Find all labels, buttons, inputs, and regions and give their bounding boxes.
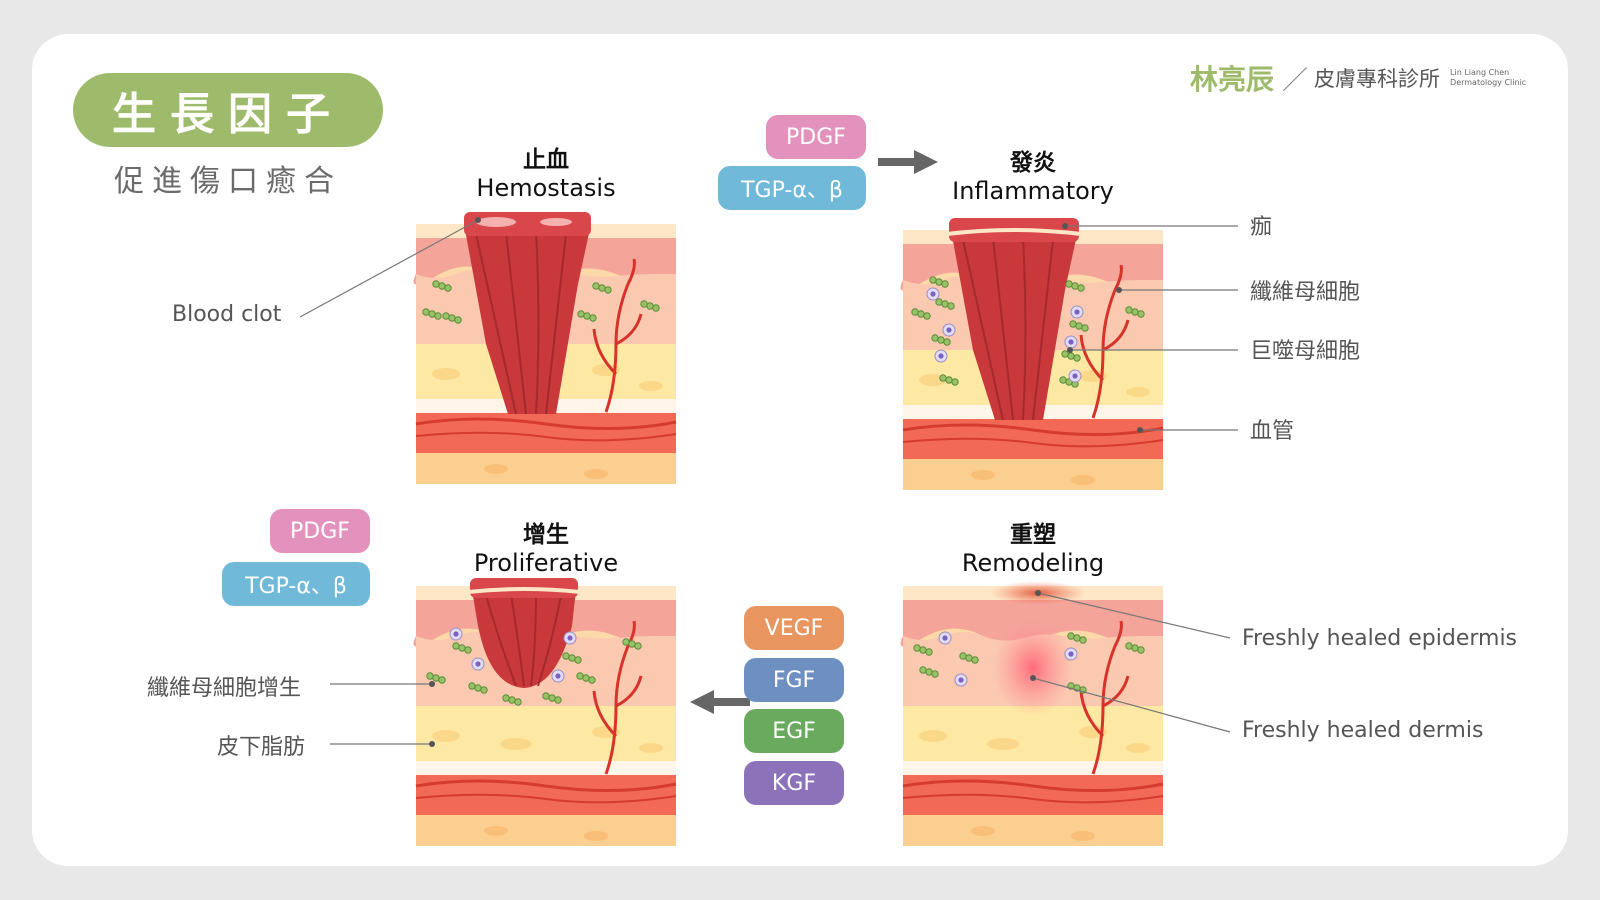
fgf-pill: FGF — [744, 658, 844, 702]
label-blood-clot: Blood clot — [172, 302, 282, 327]
hemostasis-skin-diagram — [412, 212, 678, 486]
kgf-pill: KGF — [744, 761, 844, 805]
inflammatory-skin-diagram — [899, 218, 1165, 492]
stage-hemostasis-title: 止血 Hemostasis — [416, 146, 676, 202]
brand-name: 林亮辰 — [1190, 63, 1275, 96]
stage-inflammatory-en: Inflammatory — [952, 177, 1114, 205]
label-fibroblast: 纖維母細胞 — [1250, 280, 1361, 305]
arrow-left-icon — [690, 690, 750, 714]
label-macrophage: 巨噬母細胞 — [1250, 339, 1361, 364]
stage-inflammatory-zh: 發炎 — [1010, 150, 1056, 176]
tgp-pill-left: TGP-α、β — [222, 562, 370, 606]
stage-remodeling-zh: 重塑 — [1010, 522, 1056, 548]
proliferative-skin-diagram — [412, 578, 678, 848]
brand-english: Lin Liang Chen Dermatology Clinic — [1450, 68, 1526, 88]
egf-pill: EGF — [744, 709, 844, 753]
page-subtitle: 促進傷口癒合 — [114, 164, 342, 199]
tgp-pill-top: TGP-α、β — [718, 166, 866, 210]
brand-clinic: 皮膚專科診所 — [1314, 67, 1441, 91]
brand-english-line2: Dermatology Clinic — [1450, 78, 1527, 87]
stage-hemostasis-en: Hemostasis — [476, 174, 616, 202]
label-scab: 痂 — [1250, 215, 1273, 240]
stage-proliferative-title: 增生 Proliferative — [416, 521, 676, 577]
stage-remodeling-title: 重塑 Remodeling — [903, 521, 1163, 577]
stage-inflammatory-title: 發炎 Inflammatory — [903, 149, 1163, 205]
vegf-pill: VEGF — [744, 606, 844, 650]
stage-proliferative-zh: 增生 — [523, 522, 569, 548]
remodeling-skin-diagram — [899, 581, 1165, 848]
leader-dots — [429, 217, 1143, 747]
stage-remodeling-en: Remodeling — [961, 549, 1105, 577]
leader-lines — [299, 219, 1238, 745]
pdgf-pill-top: PDGF — [766, 115, 866, 159]
page-title: 生長因子 — [73, 73, 383, 147]
label-new-epidermis: Freshly healed epidermis — [1242, 626, 1518, 651]
stage-hemostasis-zh: 止血 — [523, 147, 569, 173]
pdgf-pill-left: PDGF — [270, 509, 370, 553]
label-subcutaneous-fat: 皮下脂肪 — [217, 735, 306, 760]
label-fibroblast-proliferation: 纖維母細胞增生 — [147, 676, 302, 701]
label-blood-vessel: 血管 — [1250, 419, 1295, 444]
brand-english-line1: Lin Liang Chen — [1450, 68, 1510, 77]
brand-slash: ／ — [1282, 65, 1309, 96]
arrow-right-icon — [878, 150, 938, 174]
label-new-dermis: Freshly healed dermis — [1242, 718, 1484, 743]
stage-proliferative-en: Proliferative — [473, 549, 619, 577]
clinic-brand: 林亮辰 ／ 皮膚專科診所 Lin Liang Chen Dermatology … — [1190, 58, 1526, 98]
